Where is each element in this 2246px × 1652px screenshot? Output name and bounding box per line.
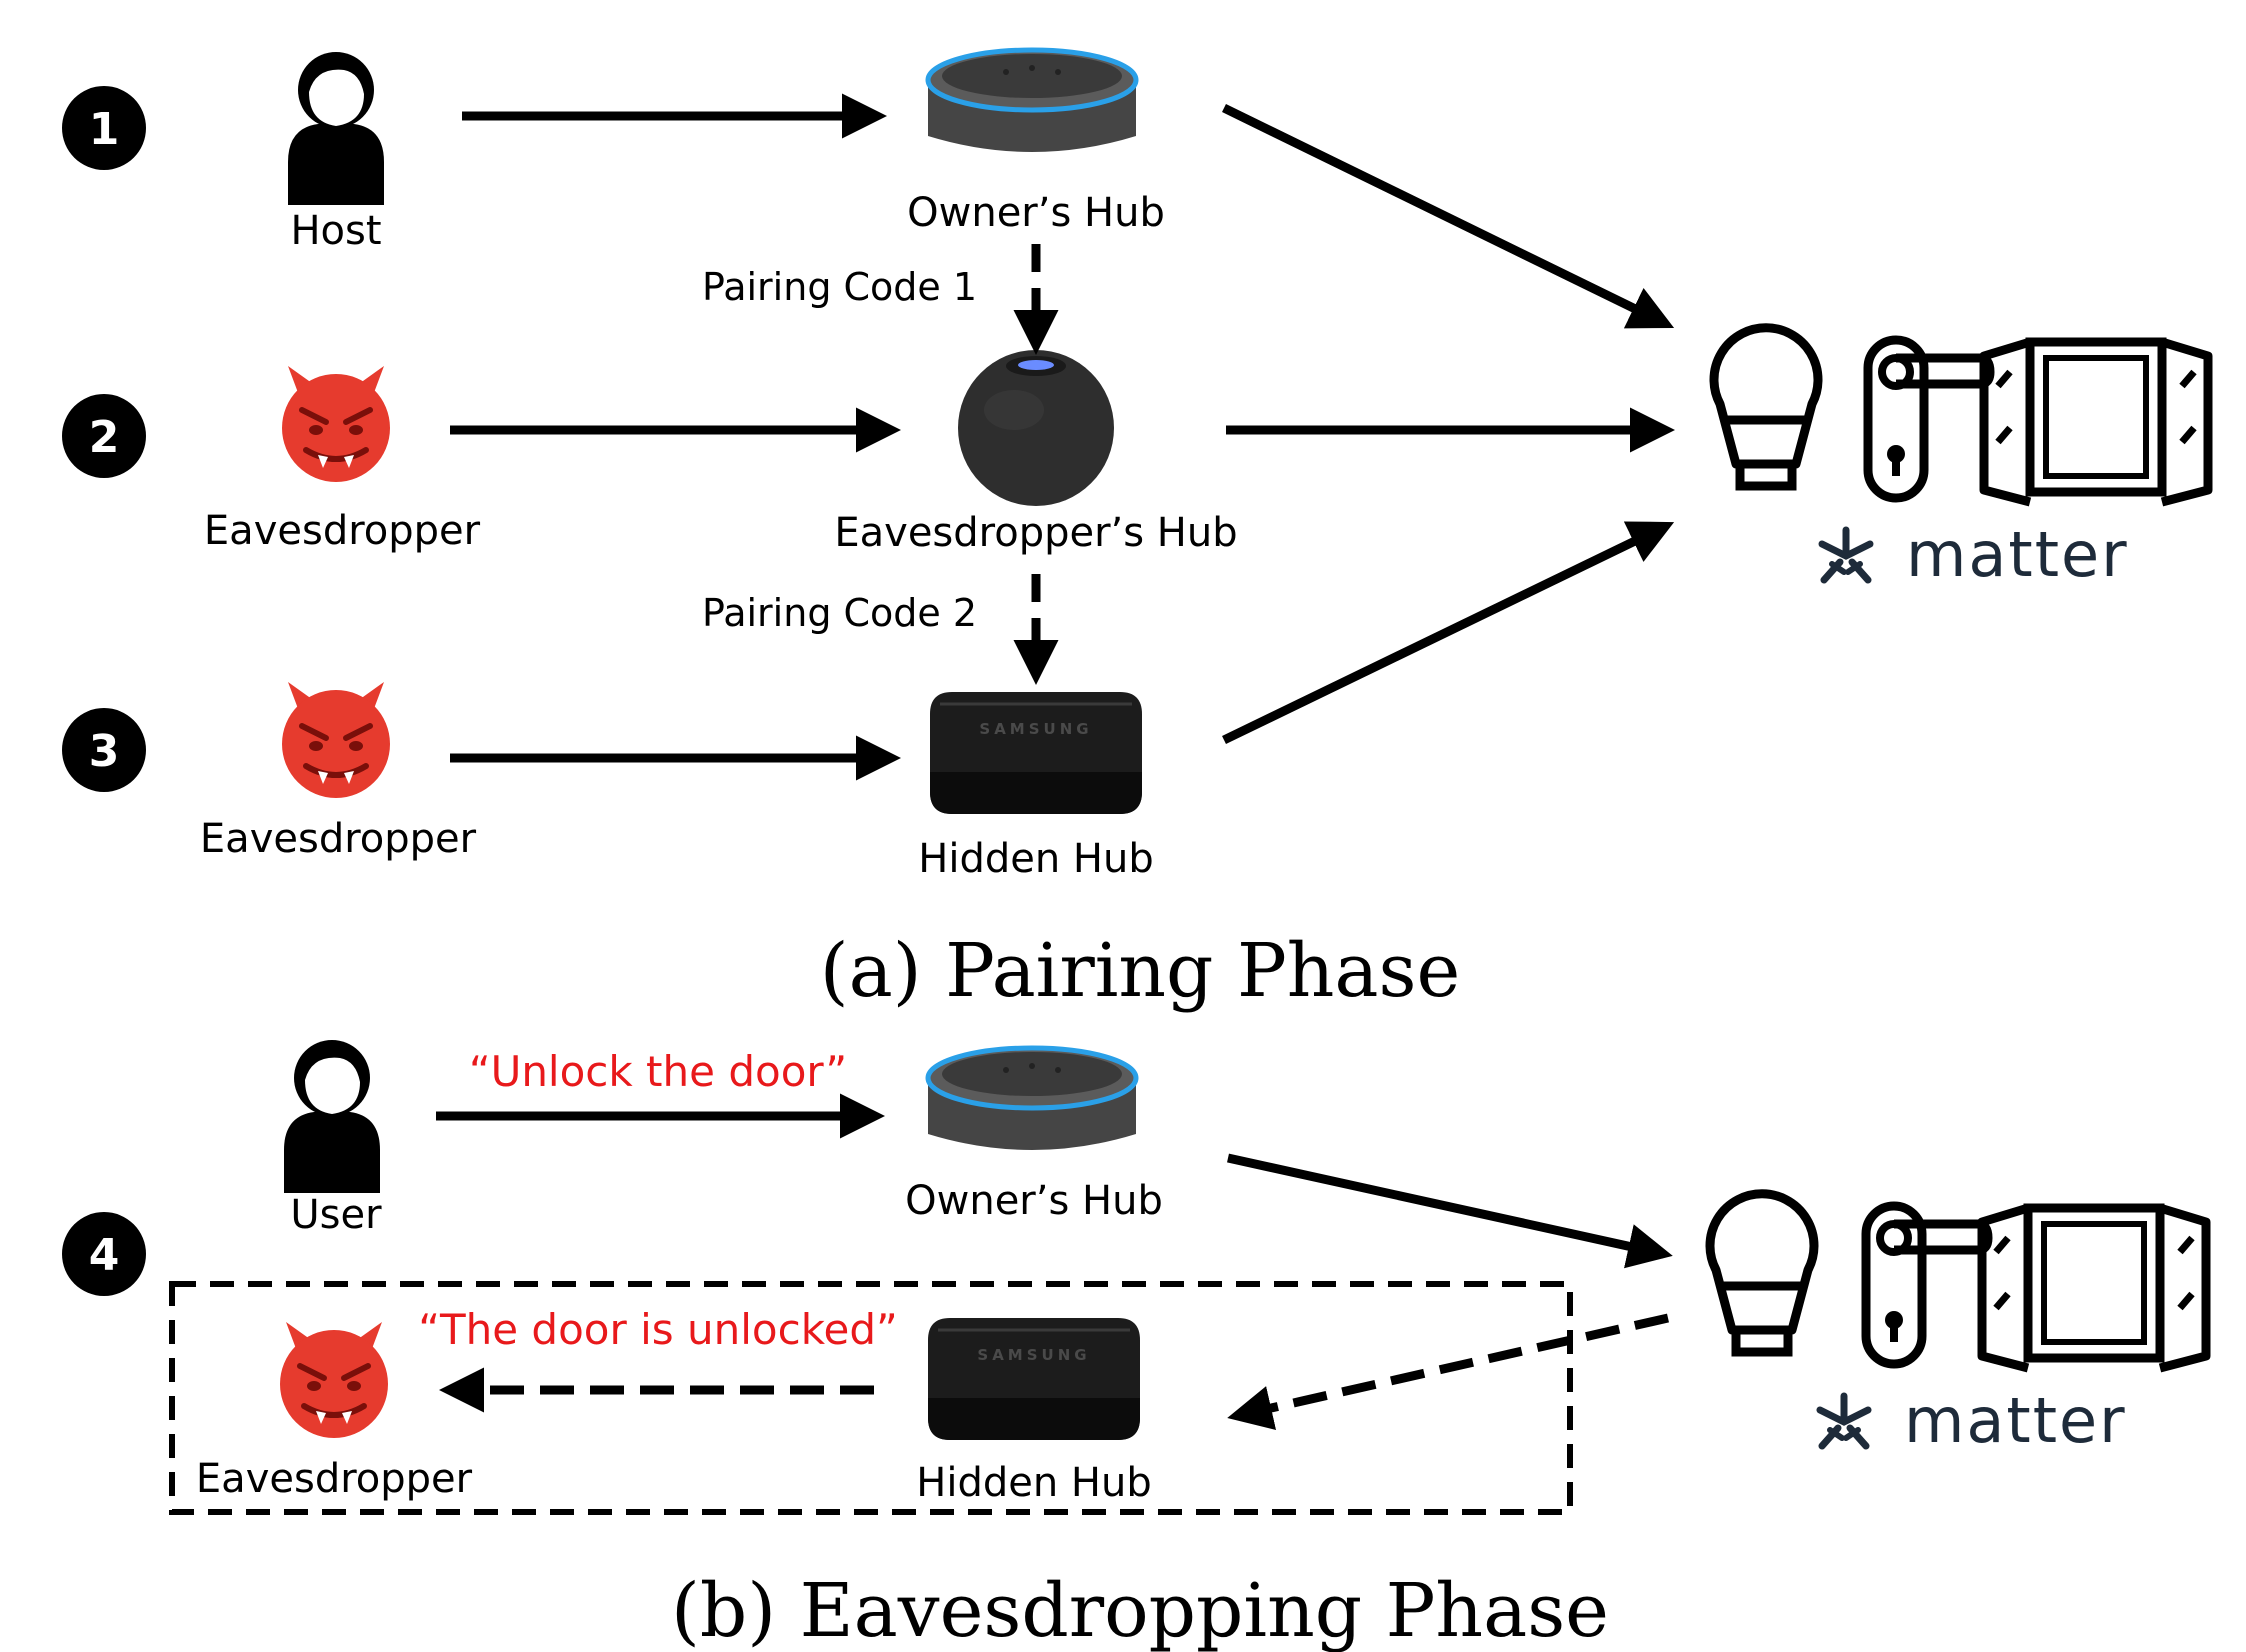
pairing-code-2-label: Pairing Code 2 — [702, 591, 977, 635]
matter-logo-icon — [1820, 1396, 1868, 1446]
pairing-arrows — [450, 93, 1675, 781]
samsung-hub-icon — [928, 690, 1144, 816]
homepod-mini-icon — [958, 350, 1114, 506]
step-badge-2: 2 — [62, 394, 146, 478]
step-number: 1 — [89, 104, 120, 155]
pairing-phase-caption: (a) Pairing Phase — [820, 928, 1461, 1014]
devil-icon — [280, 1322, 388, 1438]
window-icon — [1982, 1208, 2206, 1368]
devices-to-hidden-hub-arrow — [1227, 1313, 1669, 1430]
samsung-brand: SAMSUNG — [979, 720, 1092, 738]
owner-hub-label: Owner’s Hub — [907, 190, 1165, 236]
step-badge-1: 1 — [62, 86, 146, 170]
owner-hub-to-devices-arrow — [1227, 1153, 1673, 1269]
matter-logo-icon — [1822, 530, 1870, 580]
step-badge-3: 3 — [62, 708, 146, 792]
devil-icon — [282, 366, 390, 482]
hidden-hub-to-devices-arrow — [1222, 521, 1675, 745]
person-icon — [284, 1040, 380, 1193]
step-badge-4: 4 — [62, 1212, 146, 1296]
echo-dot-icon — [928, 50, 1136, 152]
step-number: 4 — [89, 1230, 120, 1281]
devil-icon — [282, 682, 390, 798]
echo-dot-icon — [928, 1048, 1136, 1150]
pairing-code-1-label: Pairing Code 1 — [702, 265, 977, 309]
step-number: 2 — [89, 412, 120, 463]
eavesdropping-phase-caption: (b) Eavesdropping Phase — [671, 1568, 1609, 1652]
person-icon — [288, 52, 384, 205]
eavesdropper-label: Eavesdropper — [196, 1456, 473, 1502]
step-number: 3 — [89, 726, 120, 777]
owner-hub-label: Owner’s Hub — [905, 1178, 1163, 1224]
eavesdropper-hub-label: Eavesdropper’s Hub — [834, 510, 1237, 556]
eavesdropping-boundary-box — [169, 1281, 1573, 1515]
window-icon — [1984, 342, 2208, 502]
hidden-hub-label: Hidden Hub — [916, 1460, 1151, 1506]
eavesdropping-arrows — [436, 1093, 1673, 1430]
user-label: User — [290, 1192, 382, 1238]
eavesdropper-label: Eavesdropper — [200, 816, 477, 862]
door-handle-icon — [1868, 340, 1990, 498]
samsung-brand: SAMSUNG — [977, 1346, 1090, 1364]
hidden-hub-label: Hidden Hub — [918, 836, 1153, 882]
matter-label: matter — [1906, 518, 2129, 591]
bulb-icon — [1710, 1194, 1814, 1352]
owner-hub-to-devices-arrow — [1222, 103, 1675, 329]
matter-label: matter — [1904, 1384, 2127, 1457]
response-quote: “The door is unlocked” — [418, 1305, 898, 1354]
eavesdropper-label: Eavesdropper — [204, 508, 481, 554]
bulb-icon — [1714, 328, 1818, 486]
samsung-hub-icon — [926, 1316, 1142, 1442]
door-handle-icon — [1866, 1206, 1988, 1364]
command-quote: “Unlock the door” — [469, 1047, 847, 1096]
host-label: Host — [290, 208, 381, 254]
